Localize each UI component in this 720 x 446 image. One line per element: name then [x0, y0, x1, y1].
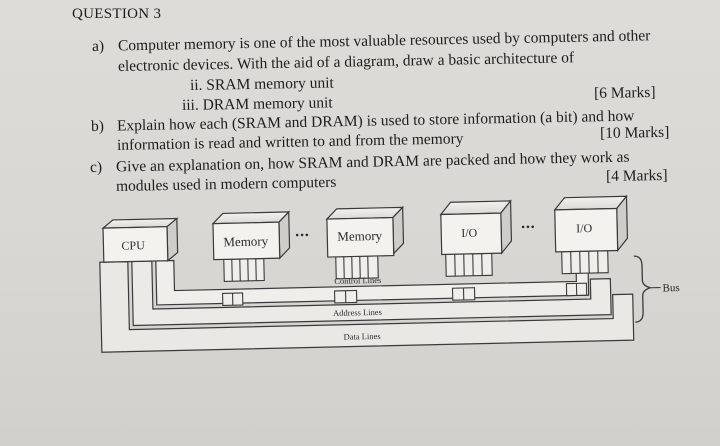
- data-lines-label: Data Lines: [343, 331, 380, 342]
- bus-connectors: [221, 250, 609, 307]
- io-2-label: I/O: [576, 221, 593, 235]
- memory-2-label: Memory: [337, 228, 383, 244]
- bus-brace: [633, 255, 651, 323]
- memory-block-1: [211, 210, 291, 261]
- memory-block-2: [325, 205, 405, 258]
- ellipsis-memory: •••: [295, 229, 310, 241]
- address-bus: [131, 260, 612, 327]
- io-block-1: [439, 199, 513, 256]
- bus-label: Bus: [662, 282, 679, 294]
- io-block-2: [553, 194, 629, 253]
- question-title: QUESTION 3: [72, 6, 162, 22]
- memory-1-label: Memory: [223, 233, 269, 249]
- cpu-label: CPU: [121, 238, 145, 253]
- address-lines-label: Address Lines: [333, 307, 382, 318]
- ellipsis-io: •••: [521, 221, 536, 233]
- control-lines-label: Control Lines: [334, 275, 381, 286]
- data-bus: [99, 260, 635, 353]
- cpu-block: [101, 217, 179, 263]
- io-1-label: I/O: [461, 226, 478, 240]
